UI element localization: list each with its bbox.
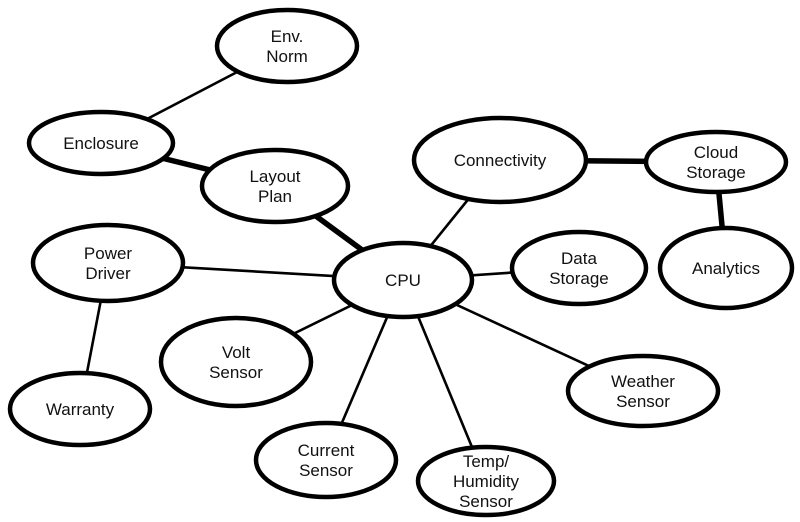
node-ellipse [415, 444, 557, 518]
node-label-line: Warranty [46, 400, 115, 419]
node-ellipse [199, 147, 351, 225]
node-label-line: Env. [271, 27, 304, 46]
node-label-line: Cloud [694, 143, 738, 162]
node-label-line: Analytics [692, 259, 760, 278]
node-ellipse [26, 109, 176, 177]
node-label-line: Power [84, 244, 133, 263]
node-label-line: Sensor [459, 492, 513, 511]
node-ellipse [7, 370, 153, 448]
node-env-norm[interactable]: Env.Norm [214, 7, 360, 85]
node-ellipse [214, 7, 360, 85]
node-label-line: Connectivity [454, 151, 547, 170]
node-analytics[interactable]: Analytics [657, 225, 795, 311]
node-label-line: Plan [258, 187, 292, 206]
node-label-line: Enclosure [63, 134, 139, 153]
node-cpu[interactable]: CPU [331, 240, 475, 320]
node-label-line: Norm [266, 47, 308, 66]
node-ellipse [565, 353, 721, 429]
node-ellipse [657, 225, 795, 311]
node-enclosure[interactable]: Enclosure [26, 109, 176, 177]
node-label-line: Weather [611, 372, 675, 391]
node-ellipse [643, 129, 789, 195]
node-ellipse [253, 420, 399, 500]
node-ellipse [411, 115, 589, 205]
node-label-line: Storage [686, 163, 746, 182]
node-ellipse [158, 315, 314, 409]
node-label-line: Data [561, 249, 597, 268]
node-label-line: Humidity [453, 472, 520, 491]
node-warranty[interactable]: Warranty [7, 370, 153, 448]
node-label-line: Storage [549, 269, 609, 288]
node-label-line: Current [298, 441, 355, 460]
node-label-line: Temp/ [463, 452, 510, 471]
node-label-line: Volt [222, 343, 251, 362]
node-label-line: Driver [85, 264, 131, 283]
node-label-line: Sensor [616, 392, 670, 411]
node-ellipse [331, 240, 475, 320]
node-label-line: Sensor [299, 461, 353, 480]
node-label-line: CPU [385, 271, 421, 290]
node-ellipse [509, 229, 649, 307]
node-label-line: Sensor [209, 363, 263, 382]
node-connectivity[interactable]: Connectivity [411, 115, 589, 205]
node-ellipse [30, 222, 186, 304]
node-label-line: Layout [249, 167, 300, 186]
